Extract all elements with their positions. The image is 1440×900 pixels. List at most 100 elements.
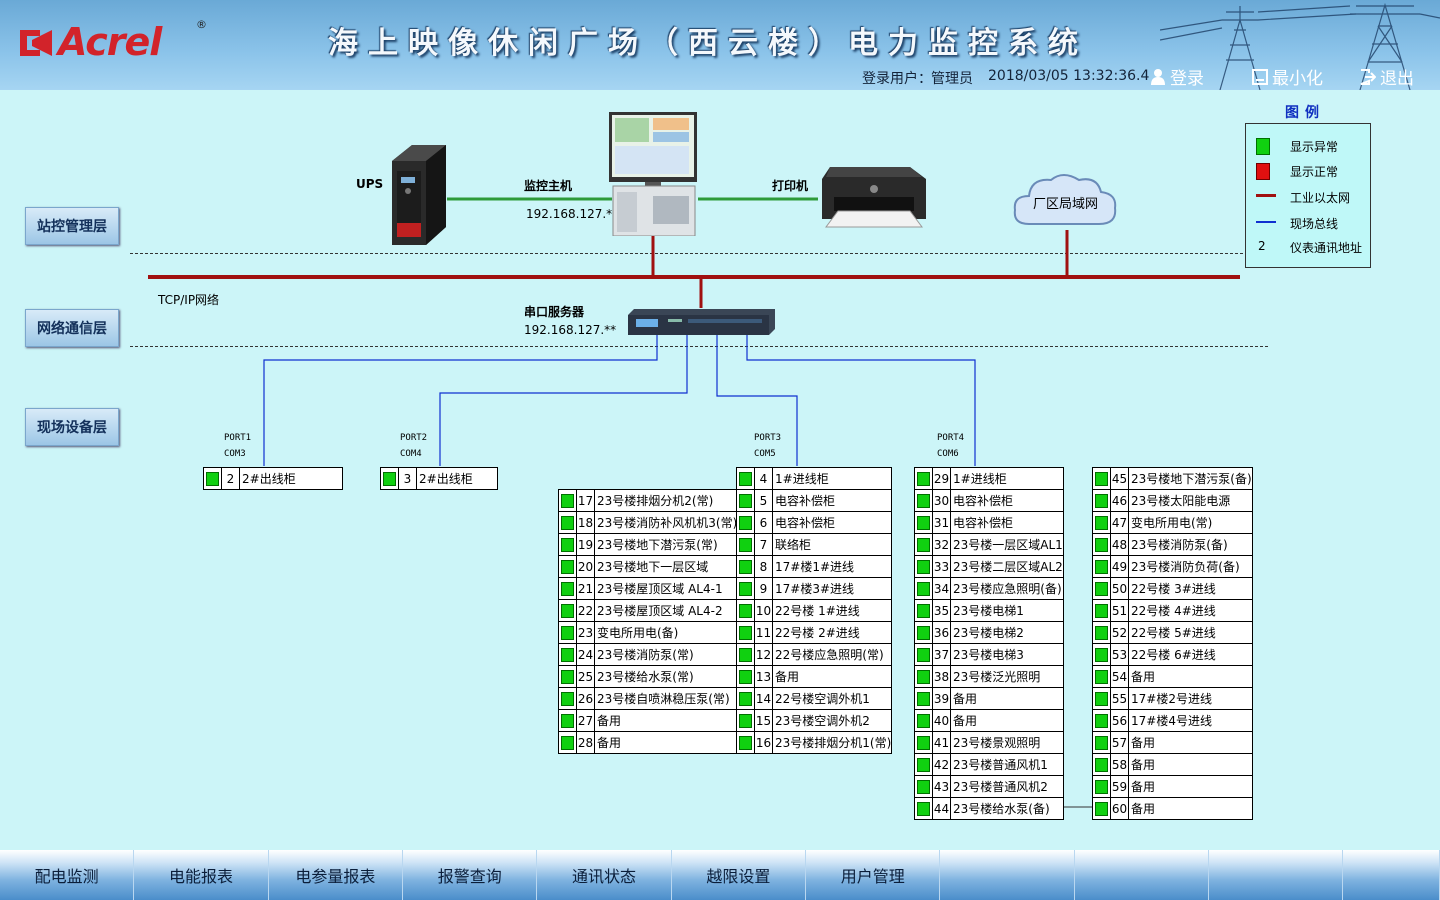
exit-button[interactable]: 退出 xyxy=(1360,64,1414,89)
device-name: 23号楼电梯3 xyxy=(950,643,1064,666)
nav-empty-slot[interactable] xyxy=(1343,850,1440,900)
device-address: 18 xyxy=(576,511,595,534)
red-indicator-icon xyxy=(1256,163,1270,180)
port1-label: PORT1 COM3 xyxy=(224,430,251,462)
device-status-cell xyxy=(914,467,933,490)
nav-empty-slot[interactable] xyxy=(1075,850,1210,900)
host-computer-icon[interactable] xyxy=(607,112,699,236)
device-name: 备用 xyxy=(1128,753,1253,776)
nav-energy-report[interactable]: 电能报表 xyxy=(134,850,269,900)
exit-button-label: 退出 xyxy=(1380,69,1414,89)
status-indicator-icon xyxy=(917,581,930,596)
nav-empty-slot[interactable] xyxy=(940,850,1075,900)
device-status-cell xyxy=(1092,489,1111,512)
nav-empty-slot[interactable] xyxy=(1209,850,1344,900)
nav-user-management[interactable]: 用户管理 xyxy=(806,850,941,900)
minimize-button[interactable]: 最小化 xyxy=(1252,64,1323,89)
ups-device-icon[interactable] xyxy=(388,143,448,247)
nav-alarm-query[interactable]: 报警查询 xyxy=(403,850,538,900)
nav-comm-status[interactable]: 通讯状态 xyxy=(537,850,672,900)
status-indicator-icon xyxy=(917,537,930,552)
device-address: 35 xyxy=(932,599,951,622)
serial-server-icon[interactable] xyxy=(628,307,775,335)
tcpip-label: TCP/IP网络 xyxy=(158,293,220,307)
nav-limit-settings[interactable]: 越限设置 xyxy=(672,850,807,900)
host-label: 监控主机 xyxy=(524,179,573,193)
status-indicator-icon xyxy=(739,691,752,706)
nav-parameter-report[interactable]: 电参量报表 xyxy=(269,850,404,900)
device-name: 23号楼给水泵(备) xyxy=(950,797,1064,820)
status-indicator-icon xyxy=(206,471,219,486)
printer-icon[interactable] xyxy=(818,161,930,233)
status-indicator-icon xyxy=(1095,647,1108,662)
status-indicator-icon xyxy=(561,735,574,750)
status-indicator-icon xyxy=(561,603,574,618)
device-name: 备用 xyxy=(950,687,1064,710)
login-button[interactable]: 登录 xyxy=(1150,64,1204,89)
nav-distribution-monitoring[interactable]: 配电监测 xyxy=(0,850,135,900)
device-status-cell xyxy=(558,511,577,534)
port2-label: PORT2 COM4 xyxy=(400,430,427,462)
device-address: 32 xyxy=(932,533,951,556)
